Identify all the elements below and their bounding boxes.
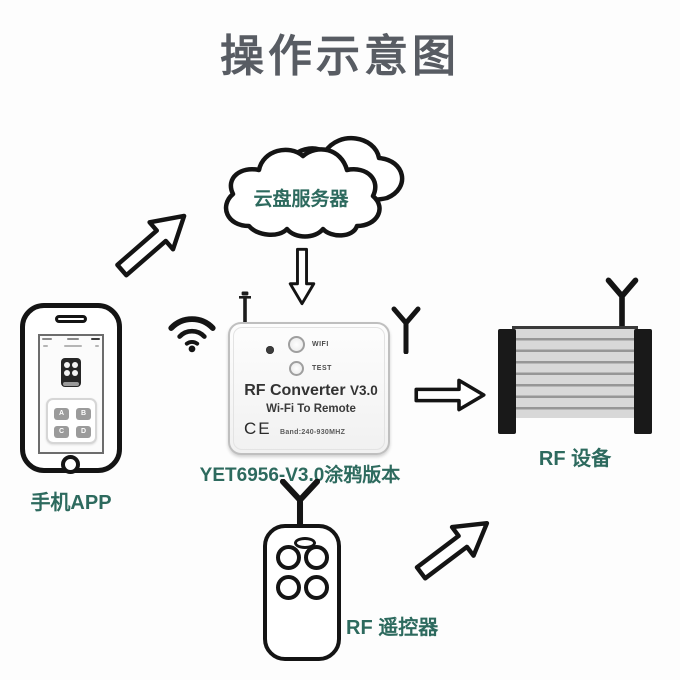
cloud-server-label: 云盘服务器: [253, 189, 349, 210]
antenna-icon: [279, 478, 321, 543]
garage-door-post-right: [634, 329, 652, 434]
arrow-cloud-to-converter: [288, 247, 317, 306]
phone-home-button: [61, 455, 80, 474]
remote-button: [276, 575, 301, 600]
arrow-converter-to-device: [413, 377, 487, 413]
phone-label: 手机APP: [30, 492, 112, 514]
converter-model-label: YET6956-V3.0涂鸦版本: [199, 465, 401, 486]
mini-remote-button: [72, 362, 78, 368]
mini-remote-button: [64, 362, 70, 368]
remote-button: [304, 575, 329, 600]
cloud-server-icon: [213, 126, 417, 252]
app-button-c: C: [54, 426, 69, 438]
phone-screen: A B C D: [38, 334, 104, 454]
phone-device: A B C D: [20, 303, 122, 474]
converter-test-button: [289, 361, 304, 376]
converter-wifi-button-label: WIFI: [312, 341, 329, 348]
antenna-icon: [604, 277, 640, 332]
converter-led-icon: [266, 346, 274, 354]
converter-subtitle: Wi-Fi To Remote: [266, 403, 356, 415]
phone-nav-title: [64, 345, 82, 347]
remote-button: [276, 545, 301, 570]
phone-nav-menu-icon: [95, 345, 99, 347]
rf-device-label: RF 设备: [538, 448, 612, 470]
garage-door-shutter: [512, 326, 638, 418]
phone-statusbar-right: [91, 338, 100, 340]
phone-statusbar-left: [42, 338, 52, 340]
app-button-a: A: [54, 408, 69, 420]
arrow-phone-to-cloud: [105, 197, 202, 289]
converter-test-button-label: TEST: [312, 365, 332, 372]
converter-name: RF Converter V3.0: [230, 382, 392, 400]
mini-remote-button: [72, 370, 78, 376]
antenna-icon: [390, 306, 422, 356]
wifi-icon: [166, 306, 218, 356]
page-title: 操作示意图: [220, 32, 460, 81]
arrow-remote-to-device: [405, 503, 503, 592]
ce-mark: CE: [244, 419, 272, 438]
converter-wifi-button: [288, 336, 305, 353]
mini-remote-button: [64, 370, 70, 376]
converter-version: V3.0: [350, 383, 378, 398]
rf-device-garage-door: [498, 326, 652, 434]
remote-button: [304, 545, 329, 570]
phone-back-icon: [43, 345, 48, 347]
phone-app-button-panel: A B C D: [46, 398, 97, 444]
rf-remote-label: RF 遥控器: [346, 617, 439, 639]
app-button-b: B: [76, 408, 91, 420]
phone-remote-image: [61, 358, 81, 387]
telescopic-antenna-icon: [237, 291, 253, 325]
phone-speaker: [55, 315, 87, 323]
rf-remote-device: [263, 524, 341, 661]
converter-name-text: RF Converter: [244, 382, 346, 399]
garage-door-post-left: [498, 329, 516, 434]
mini-remote-band: [63, 382, 79, 386]
phone-statusbar-center: [67, 338, 79, 340]
cloud-shape: [223, 136, 405, 239]
app-button-d: D: [76, 426, 91, 438]
converter-band-text: Band:240-930MHZ: [280, 429, 346, 436]
rf-converter-device: WIFI TEST RF Converter V3.0 Wi-Fi To Rem…: [228, 322, 390, 455]
